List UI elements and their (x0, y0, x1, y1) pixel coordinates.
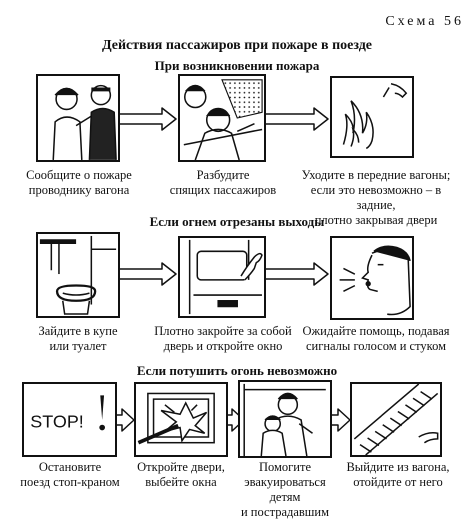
arrow-3-3 (329, 408, 351, 432)
row-3-heading: Если потушить огонь невозможно (136, 363, 338, 378)
caption-report-to-conductor: Сообщите о пожаре проводнику вагона (26, 168, 132, 197)
page-title: Действия пассажиров при пожаре в поезде (101, 38, 373, 53)
caption-wait-for-help-signal: Ожидайте помощь, подавая сигналы голосом… (302, 324, 450, 353)
caption-emergency-brake: Остановите поезд стоп-краном (20, 460, 120, 489)
panel-leave-to-front-cars (330, 76, 414, 158)
scheme-number: Схема 56 (385, 14, 464, 29)
arrow-1-2 (263, 107, 329, 131)
panel-help-evacuate (238, 380, 332, 458)
caption-help-evacuate: Помогите эвакуироваться детям и пострада… (240, 460, 330, 519)
arrow-1-1 (117, 107, 177, 131)
caption-wake-passengers: Разбудите спящих пассажиров (169, 168, 277, 197)
arrow-3-1 (114, 408, 135, 432)
panel-close-door-open-window (178, 236, 266, 318)
panel-exit-car (350, 382, 442, 457)
panel-enter-compartment (36, 232, 120, 318)
arrow-2-1 (117, 262, 177, 286)
panel-wait-for-help-signal (330, 236, 414, 320)
panel-break-windows (134, 382, 228, 457)
panel-wake-passengers (178, 74, 266, 162)
caption-close-door-open-window: Плотно закройте за собой дверь и откройт… (154, 324, 292, 353)
caption-leave-to-front-cars: Уходите в передние вагоны; если это нево… (301, 168, 451, 227)
arrow-2-2 (263, 262, 329, 286)
caption-enter-compartment: Зайдите в купе или туалет (38, 324, 118, 353)
caption-break-windows: Откройте двери, выбейте окна (137, 460, 225, 489)
panel-report-to-conductor (36, 74, 120, 162)
stop-sign-text: STOP! (30, 412, 84, 432)
row-2-heading: Если огнем отрезаны выходы (149, 214, 325, 229)
caption-exit-car: Выйдите из вагона, отойдите от него (346, 460, 450, 489)
row-1-heading: При возникновении пожара (154, 58, 320, 73)
panel-emergency-brake: STOP! (22, 382, 117, 457)
